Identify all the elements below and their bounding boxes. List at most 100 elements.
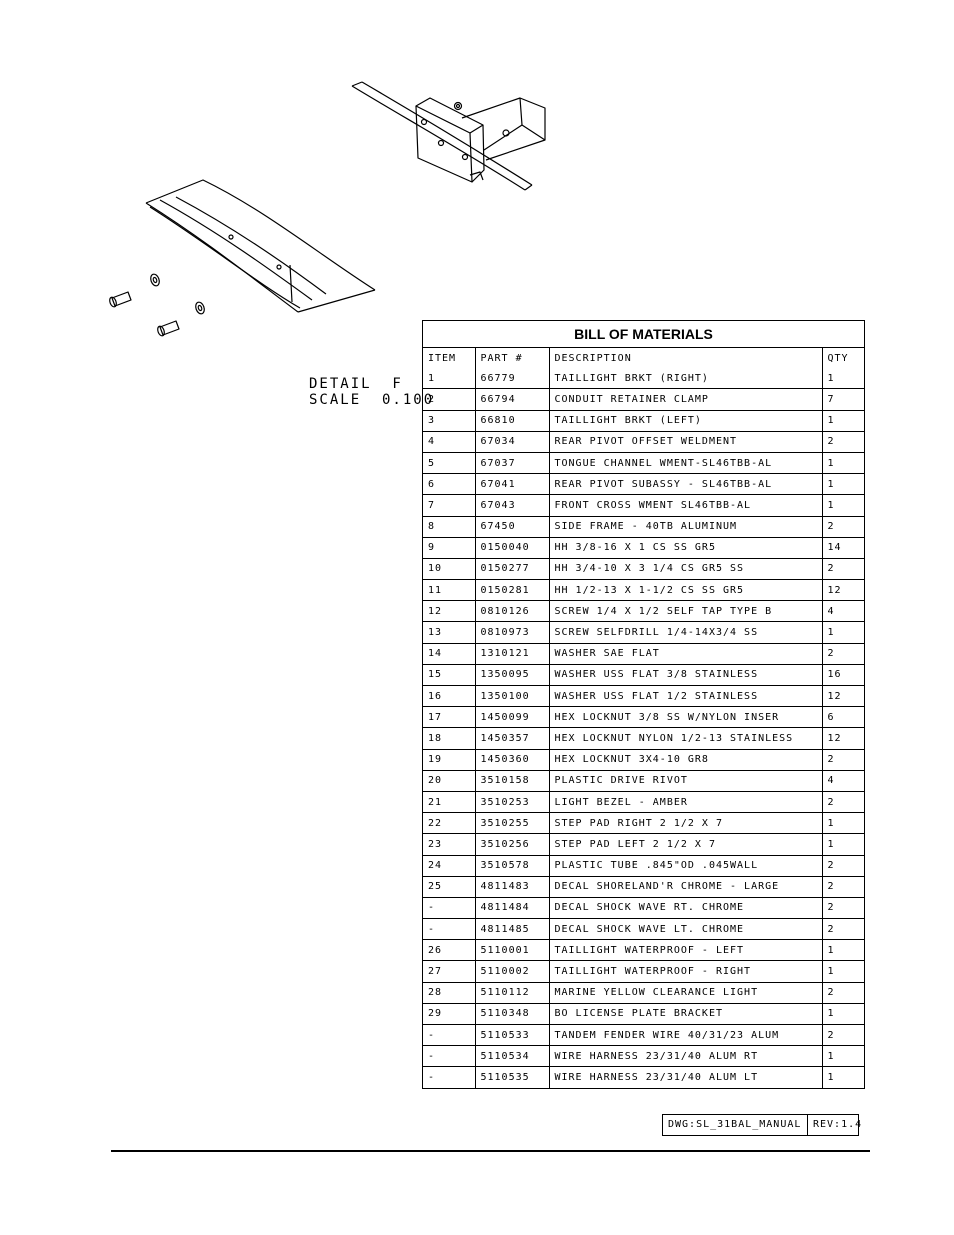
part-number: 0810126	[475, 600, 550, 623]
part-number: 1450099	[475, 706, 550, 729]
item-number: 2	[423, 388, 476, 411]
description: TONGUE CHANNEL WMENT-SL46TBB-AL	[549, 452, 823, 475]
revision: REV:1.4	[813, 1119, 863, 1130]
item-number: 20	[423, 770, 476, 792]
description: BO LICENSE PLATE BRACKET	[549, 1003, 823, 1026]
part-number: 3510253	[475, 791, 550, 814]
col-header-item: ITEM	[423, 348, 476, 369]
quantity: 2	[822, 982, 864, 1004]
item-number: -	[423, 1045, 476, 1068]
drawing-number: DWG:SL_31BAL_MANUAL	[663, 1115, 808, 1135]
item-number: 1	[423, 368, 476, 390]
part-number: 5110348	[475, 1003, 550, 1026]
quantity: 6	[822, 706, 864, 729]
part-number: 67450	[475, 516, 550, 538]
description: DECAL SHOCK WAVE RT. CHROME	[549, 897, 823, 920]
quantity: 12	[822, 727, 864, 750]
description: TAILLIGHT WATERPROOF - LEFT	[549, 939, 823, 962]
item-number: 5	[423, 452, 476, 475]
quantity: 2	[822, 431, 864, 453]
description: WASHER USS FLAT 1/2 STAINLESS	[549, 685, 823, 708]
quantity: 1	[822, 494, 864, 517]
description: TAILLIGHT BRKT (RIGHT)	[549, 368, 823, 390]
quantity: 2	[822, 855, 864, 877]
item-number: -	[423, 918, 476, 941]
quantity: 1	[827, 1071, 835, 1083]
part-number: 0810973	[475, 621, 550, 644]
item-number: 3	[423, 410, 476, 432]
quantity: 2	[822, 1024, 864, 1047]
part-number: 0150277	[475, 558, 550, 581]
item-number: 15	[423, 664, 476, 687]
conduit-strap	[351, 81, 533, 191]
description: HEX LOCKNUT 3X4-10 GR8	[549, 749, 823, 771]
detail-label: DETAIL F	[309, 376, 403, 392]
part-number: 3510578	[475, 855, 550, 877]
item-number: 7	[423, 494, 476, 517]
quantity: 1	[822, 621, 864, 644]
part-number: 67037	[475, 452, 550, 475]
part-number: 1310121	[475, 643, 550, 665]
description: WASHER USS FLAT 3/8 STAINLESS	[549, 664, 823, 687]
item-number: 9	[423, 537, 476, 559]
item-number: 25	[423, 876, 476, 898]
item-number: 4	[423, 431, 476, 453]
description: LIGHT BEZEL - AMBER	[549, 791, 823, 814]
part-number: 0150281	[475, 579, 550, 602]
part-number: 1450357	[475, 727, 550, 750]
item-number: 24	[423, 855, 476, 877]
quantity: 4	[822, 600, 864, 623]
bill-of-materials: BILL OF MATERIALS ITEM PART # DESCRIPTIO…	[422, 320, 865, 1089]
quantity: 1	[822, 473, 864, 496]
part-number: 67034	[475, 431, 550, 453]
description: FRONT CROSS WMENT SL46TBB-AL	[549, 494, 823, 517]
part-number: 5110002	[475, 960, 550, 983]
item-number: 23	[423, 833, 476, 856]
tongue-bracket	[415, 97, 546, 183]
bom-title: BILL OF MATERIALS	[423, 321, 864, 348]
item-number: -	[423, 1066, 476, 1088]
description: HH 3/4-10 X 3 1/4 CS GR5 SS	[549, 558, 823, 581]
item-number: -	[423, 897, 476, 920]
item-number: 10	[423, 558, 476, 581]
quantity: 16	[822, 664, 864, 687]
quantity: 2	[822, 516, 864, 538]
quantity: 1	[822, 812, 864, 835]
part-number: 4811484	[475, 897, 550, 920]
col-header-part: PART #	[475, 348, 550, 369]
part-number: 5110001	[475, 939, 550, 962]
item-number: 17	[423, 706, 476, 729]
quantity: 2	[822, 897, 864, 920]
description: WIRE HARNESS 23/31/40 ALUM LT	[549, 1066, 823, 1088]
part-number: 66810	[475, 410, 550, 432]
description: TANDEM FENDER WIRE 40/31/23 ALUM	[549, 1024, 823, 1047]
part-number: 1350095	[475, 664, 550, 687]
item-number: 14	[423, 643, 476, 665]
footer-rule	[111, 1150, 870, 1152]
description: SCREW 1/4 X 1/2 SELF TAP TYPE B	[549, 600, 823, 623]
part-number: 67041	[475, 473, 550, 496]
item-number: 13	[423, 621, 476, 644]
